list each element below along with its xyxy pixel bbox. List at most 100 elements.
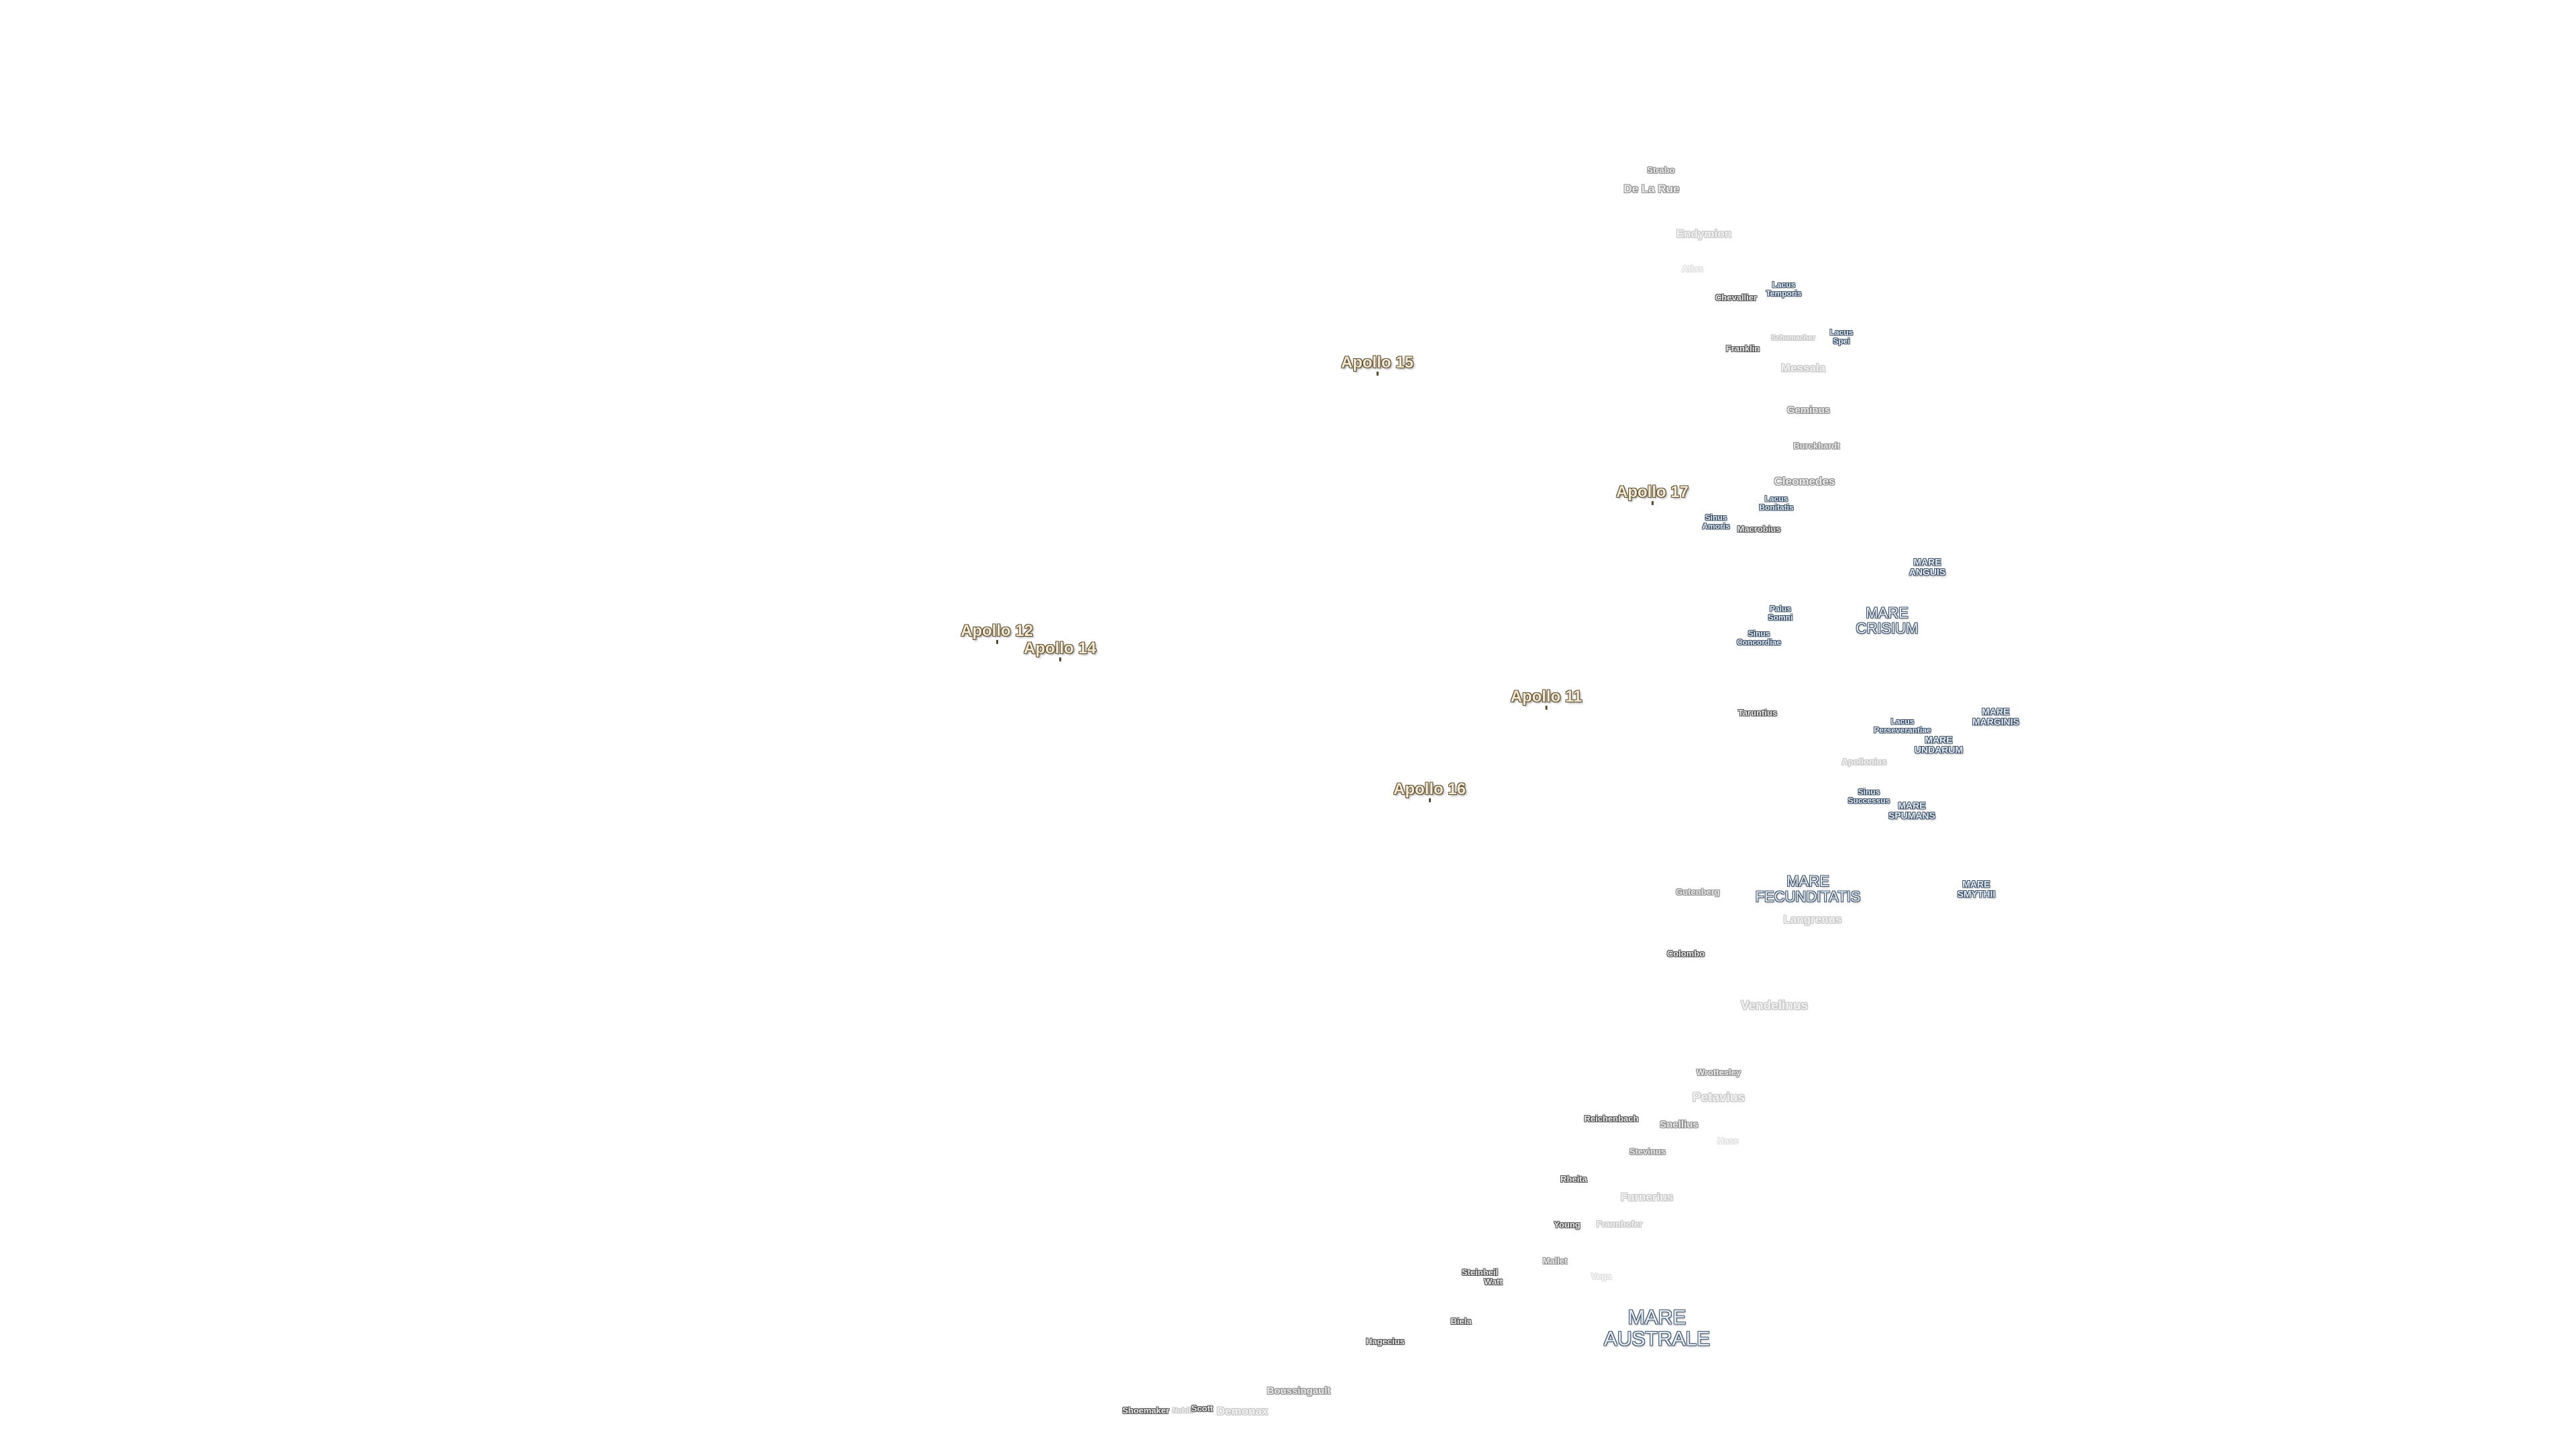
apollo-site-a15[interactable]: Apollo 15 — [1341, 354, 1413, 376]
crater-reichenbach[interactable]: Reichenbach — [1584, 1114, 1639, 1124]
crater-atlas[interactable]: Atlas — [1682, 264, 1703, 274]
crater-macrobius[interactable]: Macrobius — [1737, 524, 1781, 535]
crater-demonax[interactable]: Demonax — [1216, 1405, 1269, 1418]
crater-vega[interactable]: Vega — [1591, 1271, 1612, 1282]
crater-langrenus[interactable]: Langrenus — [1783, 913, 1842, 926]
crater-messala[interactable]: Messala — [1780, 362, 1826, 375]
crater-boussingault[interactable]: Boussingault — [1267, 1385, 1331, 1397]
lake-label-line1: Lacus — [1890, 716, 1915, 727]
mare-label-line1: MARE — [1866, 604, 1909, 621]
crater-taruntius[interactable]: Taruntius — [1737, 708, 1778, 718]
landing-marker-icon — [1545, 706, 1548, 710]
crater-wrottesley[interactable]: Wrottesley — [1696, 1067, 1741, 1078]
crater-apollonius[interactable]: Apollonius — [1841, 757, 1887, 767]
lake-label-line2: Concordiae — [1736, 637, 1782, 647]
apollo-site-a14[interactable]: Apollo 14 — [1023, 639, 1097, 662]
crater-biela[interactable]: Biela — [1450, 1316, 1472, 1327]
crater-cleomedes[interactable]: Cleomedes — [1774, 475, 1835, 488]
landing-marker-icon — [1376, 372, 1379, 376]
apollo-site-a12[interactable]: Apollo 12 — [960, 621, 1034, 645]
crater-shoemaker[interactable]: Shoemaker — [1122, 1405, 1170, 1416]
crater-franklin[interactable]: Franklin — [1725, 343, 1760, 354]
apollo-site-label: Apollo 12 — [960, 621, 1034, 640]
crater-schumacher[interactable]: Schumacher — [1770, 334, 1816, 343]
mare-label-line2: AUSTRALE — [1603, 1328, 1711, 1350]
mare-label-line2: MARGINIS — [1972, 716, 2019, 727]
apollo-site-a11[interactable]: Apollo 11 — [1511, 688, 1582, 710]
mare-label-line2: CRISIUM — [1856, 620, 1919, 637]
lake-label-line2: Spei — [1833, 336, 1850, 345]
apollo-site-label: Apollo 16 — [1393, 780, 1466, 798]
crater-endymion[interactable]: Endymion — [1676, 227, 1732, 241]
crater-mallet[interactable]: Mallet — [1542, 1256, 1568, 1267]
lake-label-line1: Sinus — [1705, 513, 1727, 523]
mare-label-line1: MARE — [1962, 878, 1990, 890]
lake-label-line1: Sinus — [1748, 629, 1770, 639]
lake-label-line2: Temporis — [1766, 288, 1802, 298]
lake-label-line2: Successus — [1847, 796, 1890, 805]
crater-strabo[interactable]: Strabo — [1647, 165, 1675, 176]
lake-label-line1: Lacus — [1829, 327, 1854, 337]
mare-label-line1: MARE — [1982, 706, 2010, 717]
landing-marker-icon — [996, 640, 998, 645]
crater-steinheil[interactable]: Steinheil — [1461, 1267, 1499, 1278]
crater-nobile[interactable]: Nobile — [1172, 1407, 1195, 1415]
crater-stevinus[interactable]: Stevinus — [1629, 1146, 1666, 1157]
lake-label-line1: Lacus — [1764, 494, 1788, 504]
crater-gutenberg[interactable]: Gutenberg — [1676, 887, 1720, 898]
crater-hagecius[interactable]: Hagecius — [1366, 1336, 1405, 1347]
apollo-site-label: Apollo 14 — [1023, 639, 1097, 657]
crater-rheita[interactable]: Rheita — [1560, 1174, 1587, 1185]
mare-label-line1: MARE — [1786, 872, 1829, 890]
mare-label-line1: MARE — [1913, 556, 1941, 568]
crater-furnerius[interactable]: Furnerius — [1620, 1191, 1674, 1204]
lake-label-line1: Sinus — [1858, 787, 1880, 797]
crater-burckhardt[interactable]: Burckhardt — [1793, 441, 1840, 451]
crater-petavius[interactable]: Petavius — [1692, 1091, 1746, 1106]
crater-young[interactable]: Young — [1554, 1220, 1580, 1230]
apollo-site-label: Apollo 17 — [1615, 482, 1689, 501]
mare-label-line1: MARE — [1925, 734, 1953, 745]
lake-label-line1: Lacus — [1772, 280, 1796, 290]
crater-scott[interactable]: Scott — [1191, 1403, 1214, 1414]
crater-geminus[interactable]: Geminus — [1786, 405, 1831, 417]
apollo-site-a16[interactable]: Apollo 16 — [1393, 780, 1466, 803]
landing-marker-icon — [1428, 798, 1431, 803]
mare-label-line2: ANGUIS — [1909, 566, 1946, 577]
crater-de-la-rue[interactable]: De La Rue — [1623, 182, 1680, 196]
mare-label-line2: UNDARUM — [1914, 744, 1964, 755]
crater-watt[interactable]: Watt — [1484, 1277, 1503, 1287]
lake-label-line2: Bonitatis — [1759, 502, 1794, 512]
lake-label-line2: Perseverantiae — [1874, 725, 1931, 735]
apollo-site-a17[interactable]: Apollo 17 — [1615, 482, 1689, 506]
crater-hase[interactable]: Hase — [1717, 1136, 1739, 1146]
lake-label-line2: Somni — [1768, 612, 1793, 622]
apollo-site-label: Apollo 15 — [1340, 353, 1414, 372]
apollo-site-label: Apollo 11 — [1510, 687, 1582, 706]
mare-label-line2: SPUMANS — [1888, 810, 1936, 820]
crater-colombo[interactable]: Colombo — [1666, 949, 1705, 959]
crater-fraunhofer[interactable]: Fraunhofer — [1596, 1219, 1643, 1230]
crater-vendelinus[interactable]: Vendelinus — [1740, 999, 1809, 1014]
mare-label-line2: SMYTHII — [1957, 888, 1996, 899]
crater-snellius[interactable]: Snellius — [1660, 1119, 1699, 1131]
mare-label-line2: FECUNDITATIS — [1755, 888, 1861, 905]
crater-chevallier[interactable]: Chevallier — [1715, 292, 1758, 303]
